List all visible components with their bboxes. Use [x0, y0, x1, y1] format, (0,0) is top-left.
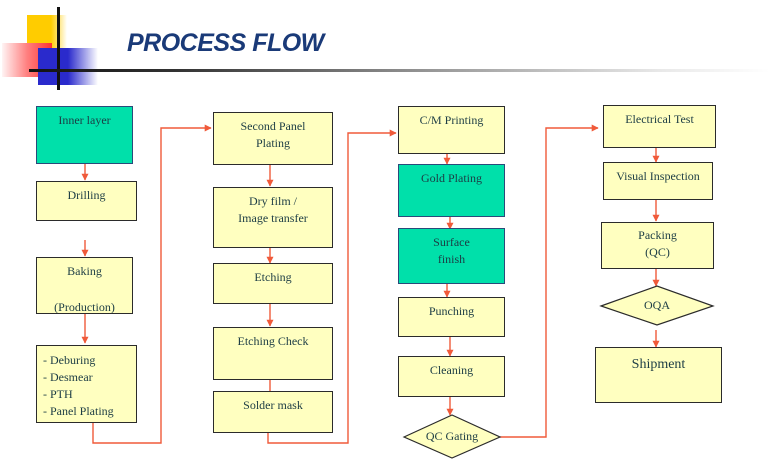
- step-label: Inner layer: [58, 113, 111, 127]
- step-cm-printing: C/M Printing: [398, 106, 505, 154]
- list-item: - Desmear: [43, 370, 93, 384]
- step-drilling: Drilling: [36, 181, 137, 221]
- step-punching: Punching: [398, 297, 505, 337]
- step-label: Baking: [67, 264, 102, 278]
- step-electrical-test: Electrical Test: [603, 105, 716, 148]
- step-label: Shipment: [631, 357, 686, 372]
- step-label: Second Panel: [240, 119, 306, 133]
- qc-gating-label: QC Gating: [425, 429, 479, 443]
- step-sublabel: finish: [437, 252, 466, 266]
- list-item: - Panel Plating: [43, 404, 114, 418]
- step-etching-check: Etching Check: [213, 327, 333, 380]
- step-solder-mask: Solder mask: [213, 391, 333, 433]
- step-label: Punching: [428, 304, 475, 318]
- step-packing: Packing (QC): [601, 222, 714, 269]
- step-label: Packing: [638, 228, 677, 242]
- list-item: - PTH: [43, 387, 73, 401]
- list-item: - Deburing: [43, 353, 96, 367]
- step-label: Etching Check: [237, 334, 309, 348]
- step-label: Solder mask: [243, 398, 303, 412]
- step-etching: Etching: [213, 263, 333, 304]
- step-shipment: Shipment: [595, 347, 722, 403]
- page-title: PROCESS FLOW: [127, 29, 324, 57]
- step-inner-layer: Inner layer: [36, 106, 133, 164]
- step-label: C/M Printing: [419, 113, 484, 127]
- step-visual-inspection: Visual Inspection: [603, 162, 713, 200]
- connector-col3-to-col4: [500, 124, 599, 438]
- step-surface-finish: Surface finish: [398, 228, 505, 284]
- step-baking: Baking (Production): [36, 257, 133, 314]
- step-sublabel: (QC): [645, 245, 670, 259]
- step-second-panel-plating: Second Panel Plating: [213, 112, 333, 165]
- slide-logo-decoration: [0, 0, 110, 95]
- step-label: Etching: [254, 270, 292, 284]
- logo-yellow-square: [27, 15, 67, 48]
- title-underline: [29, 69, 770, 72]
- step-label: Visual Inspection: [616, 169, 700, 183]
- step-sublabel: Plating: [255, 136, 290, 150]
- step-dry-film: Dry film / Image transfer: [213, 187, 333, 248]
- step-label: Cleaning: [429, 363, 474, 377]
- step-gold-plating: Gold Plating: [398, 164, 505, 217]
- step-cleaning: Cleaning: [398, 356, 505, 397]
- logo-vertical-line: [57, 7, 60, 90]
- logo-blue-square: [38, 48, 98, 85]
- step-label: Drilling: [67, 188, 106, 202]
- step-sublabel: Image transfer: [238, 211, 308, 225]
- step-label: Electrical Test: [625, 112, 694, 126]
- step-sublabel: (Production): [54, 300, 115, 314]
- step-label: Surface: [433, 235, 470, 249]
- step-label: Gold Plating: [420, 171, 482, 185]
- oqa-label: OQA: [644, 298, 670, 312]
- step-panel-plating-group: - Deburing - Desmear - PTH - Panel Plati…: [36, 345, 137, 423]
- step-label: Dry film /: [249, 194, 297, 208]
